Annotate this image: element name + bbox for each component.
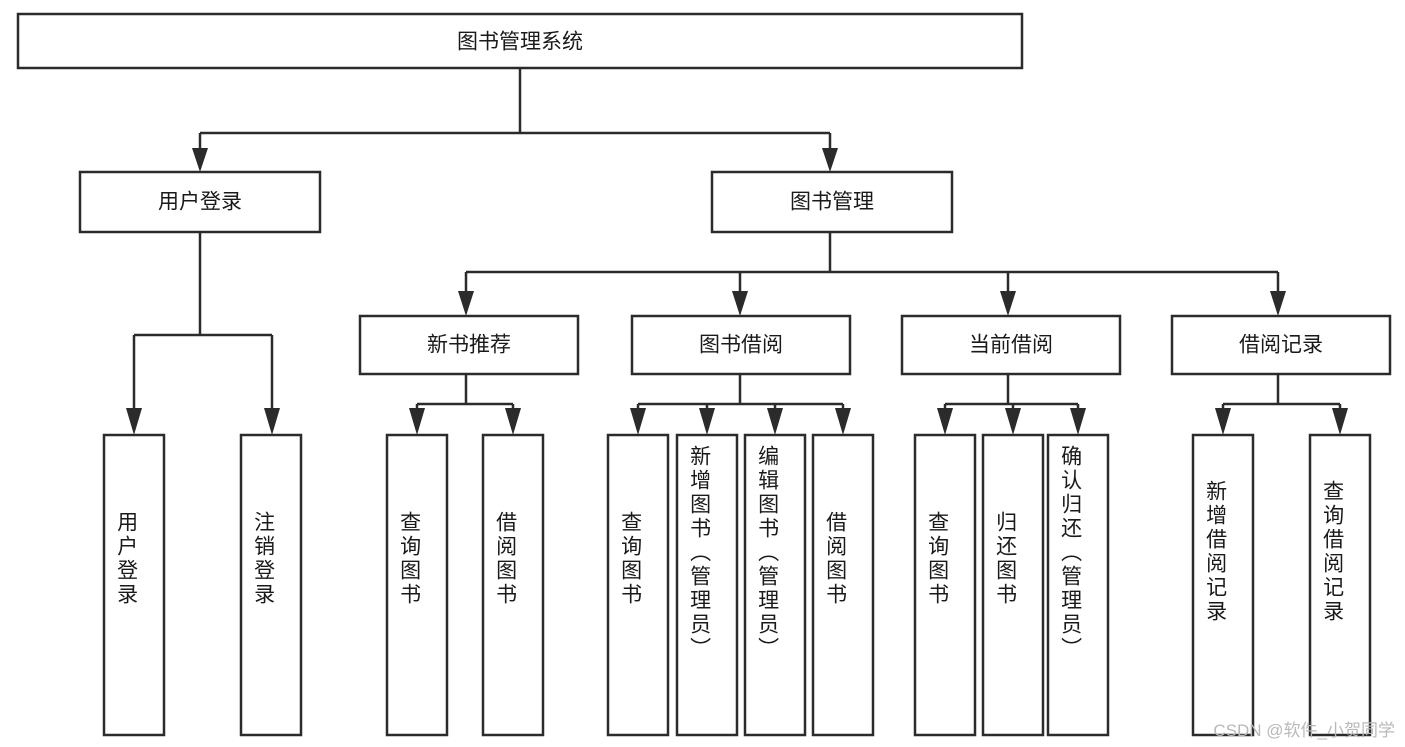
- arrow-leaf-confirm-return: [1070, 408, 1086, 435]
- leaf-edit-book-label: 编辑图书（管理员）: [756, 445, 780, 661]
- arrow-leaf-borrow-book-2: [835, 408, 851, 435]
- node-user-login[interactable]: 用户登录: [78, 170, 322, 234]
- arrow-to-new-book-rec: [458, 291, 474, 316]
- leaf-query-record[interactable]: 查询借阅记录: [1308, 433, 1372, 737]
- arrow-to-borrow-record: [1270, 291, 1286, 316]
- node-book-manage-box[interactable]: [710, 170, 954, 234]
- arrow-leaf-user-login: [126, 408, 142, 435]
- leaf-add-record-label: 新增借阅记录: [1204, 480, 1228, 624]
- node-root-box[interactable]: [16, 12, 1024, 70]
- leaf-query-book-2[interactable]: 查询图书: [606, 433, 670, 737]
- node-book-manage[interactable]: 图书管理: [710, 170, 954, 234]
- leaf-query-book-3-label: 查询图书: [926, 511, 950, 607]
- leaf-borrow-book-1[interactable]: 借阅图书: [481, 433, 545, 737]
- node-user-login-label: 用户登录: [158, 191, 242, 214]
- leaf-confirm-return[interactable]: 确认归还（管理员）: [1046, 433, 1110, 737]
- node-borrow-record-box[interactable]: [1170, 314, 1392, 376]
- arrow-leaf-borrow-book-1: [505, 408, 521, 435]
- leaf-return-book[interactable]: 归还图书: [981, 433, 1045, 737]
- leaf-query-book-3[interactable]: 查询图书: [913, 433, 977, 737]
- arrow-leaf-add-record: [1215, 408, 1231, 435]
- node-borrow-record-label: 借阅记录: [1239, 334, 1323, 357]
- leaf-edit-book-box[interactable]: [743, 433, 807, 737]
- node-new-book-rec-label: 新书推荐: [427, 334, 511, 357]
- leaf-query-book-1-label: 查询图书: [398, 511, 422, 607]
- node-root[interactable]: 图书管理系统: [16, 12, 1024, 70]
- leaf-query-book-1-box[interactable]: [385, 433, 449, 737]
- leaf-add-book-label: 新增图书（管理员）: [688, 445, 712, 661]
- arrow-leaf-edit-book: [767, 408, 783, 435]
- node-new-book-rec-box[interactable]: [358, 314, 580, 376]
- leaf-add-book-box[interactable]: [675, 433, 739, 737]
- leaf-query-book-2-box[interactable]: [606, 433, 670, 737]
- leaf-logout-label: 注销登录: [252, 511, 276, 607]
- node-book-borrow[interactable]: 图书借阅: [630, 314, 852, 376]
- arrow-leaf-query-book-3: [937, 408, 953, 435]
- arrow-leaf-query-record: [1332, 408, 1348, 435]
- node-current-borrow-label: 当前借阅: [969, 334, 1053, 357]
- leaf-edit-book[interactable]: 编辑图书（管理员）: [743, 433, 807, 737]
- edge-layer: [126, 68, 1348, 435]
- leaf-borrow-book-1-label: 借阅图书: [494, 511, 518, 607]
- node-book-borrow-box[interactable]: [630, 314, 852, 376]
- arrow-leaf-query-book-2: [630, 408, 646, 435]
- arrow-leaf-return-book: [1005, 408, 1021, 435]
- node-current-borrow-box[interactable]: [900, 314, 1122, 376]
- leaf-query-record-label: 查询借阅记录: [1321, 480, 1345, 624]
- arrow-leaf-query-book-1: [409, 408, 425, 435]
- leaf-borrow-book-2-box[interactable]: [811, 433, 875, 737]
- leaf-confirm-return-box[interactable]: [1046, 433, 1110, 737]
- node-new-book-rec[interactable]: 新书推荐: [358, 314, 580, 376]
- node-book-borrow-label: 图书借阅: [699, 334, 783, 357]
- leaf-borrow-book-1-box[interactable]: [481, 433, 545, 737]
- leaf-logout[interactable]: 注销登录: [239, 433, 303, 737]
- arrow-to-current-borrow: [1000, 291, 1016, 316]
- leaf-user-login[interactable]: 用户登录: [102, 433, 166, 737]
- node-root-label: 图书管理系统: [457, 31, 583, 54]
- node-book-manage-label: 图书管理: [790, 191, 874, 214]
- leaf-add-record[interactable]: 新增借阅记录: [1191, 433, 1255, 737]
- leaf-add-record-box[interactable]: [1191, 433, 1255, 737]
- leaf-return-book-label: 归还图书: [994, 511, 1018, 607]
- leaf-query-book-1[interactable]: 查询图书: [385, 433, 449, 737]
- leaf-borrow-book-2-label: 借阅图书: [824, 511, 848, 607]
- leaf-return-book-box[interactable]: [981, 433, 1045, 737]
- leaf-query-book-3-box[interactable]: [913, 433, 977, 737]
- arrow-to-user-login: [192, 148, 208, 172]
- leaf-logout-box[interactable]: [239, 433, 303, 737]
- leaf-confirm-return-label: 确认归还（管理员）: [1059, 445, 1083, 661]
- arrow-to-book-borrow: [732, 291, 748, 316]
- leaf-borrow-book-2[interactable]: 借阅图书: [811, 433, 875, 737]
- leaf-user-login-box[interactable]: [102, 433, 166, 737]
- arrow-to-book-manage: [822, 148, 838, 172]
- arrow-leaf-add-book: [699, 408, 715, 435]
- leaf-query-record-box[interactable]: [1308, 433, 1372, 737]
- node-borrow-record[interactable]: 借阅记录: [1170, 314, 1392, 376]
- leaf-add-book[interactable]: 新增图书（管理员）: [675, 433, 739, 737]
- leaf-query-book-2-label: 查询图书: [619, 511, 643, 607]
- node-current-borrow[interactable]: 当前借阅: [900, 314, 1122, 376]
- leaf-user-login-label: 用户登录: [115, 511, 139, 607]
- node-user-login-box[interactable]: [78, 170, 322, 234]
- arrow-leaf-logout: [264, 408, 280, 435]
